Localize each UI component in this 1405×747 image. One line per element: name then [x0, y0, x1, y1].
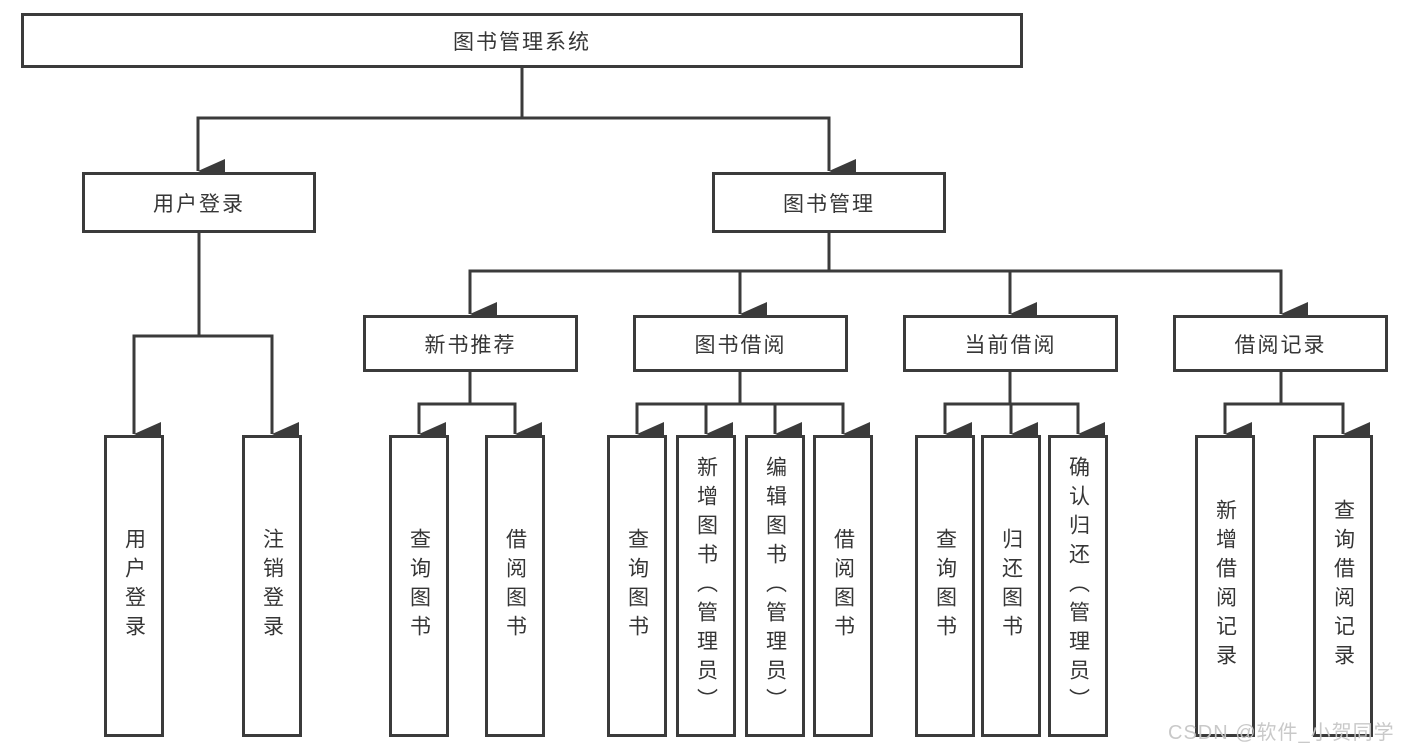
leaf-label: 借阅图书 [503, 528, 527, 644]
leaf-borrow-lend-book: 借阅图书 [813, 435, 873, 737]
leaf-current-confirm-return: 确认归还（管理员） [1048, 435, 1108, 737]
leaf-recommend-borrow-book: 借阅图书 [485, 435, 545, 737]
node-user-login: 用户登录 [82, 172, 316, 233]
leaf-label: 确认归还（管理员） [1066, 455, 1090, 717]
leaf-current-query-book: 查询图书 [915, 435, 975, 737]
leaf-label: 新增借阅记录 [1213, 499, 1237, 673]
leaf-label: 新增图书（管理员） [694, 455, 718, 717]
node-current-borrow: 当前借阅 [903, 315, 1118, 372]
leaf-label: 归还图书 [999, 528, 1023, 644]
leaf-label: 注销登录 [260, 528, 284, 644]
leaf-logout: 注销登录 [242, 435, 302, 737]
leaf-borrow-query-book: 查询图书 [607, 435, 667, 737]
csdn-watermark: CSDN @软件_小贺同学 [1168, 722, 1395, 744]
leaf-label: 编辑图书（管理员） [763, 455, 787, 717]
leaf-label: 查询图书 [625, 528, 649, 644]
leaf-label: 查询图书 [407, 528, 431, 644]
leaf-recommend-query-book: 查询图书 [389, 435, 449, 737]
node-borrow-records: 借阅记录 [1173, 315, 1388, 372]
node-book-management: 图书管理 [712, 172, 946, 233]
node-root: 图书管理系统 [21, 13, 1023, 68]
leaf-borrow-add-book: 新增图书（管理员） [676, 435, 736, 737]
leaf-records-add: 新增借阅记录 [1195, 435, 1255, 737]
leaf-label: 查询借阅记录 [1331, 499, 1355, 673]
leaf-label: 用户登录 [122, 528, 146, 644]
leaf-current-return-book: 归还图书 [981, 435, 1041, 737]
node-book-borrow: 图书借阅 [633, 315, 848, 372]
leaf-borrow-edit-book: 编辑图书（管理员） [745, 435, 805, 737]
leaf-label: 借阅图书 [831, 528, 855, 644]
leaf-user-login: 用户登录 [104, 435, 164, 737]
leaf-label: 查询图书 [933, 528, 957, 644]
leaf-records-query: 查询借阅记录 [1313, 435, 1373, 737]
node-new-book-recommend: 新书推荐 [363, 315, 578, 372]
